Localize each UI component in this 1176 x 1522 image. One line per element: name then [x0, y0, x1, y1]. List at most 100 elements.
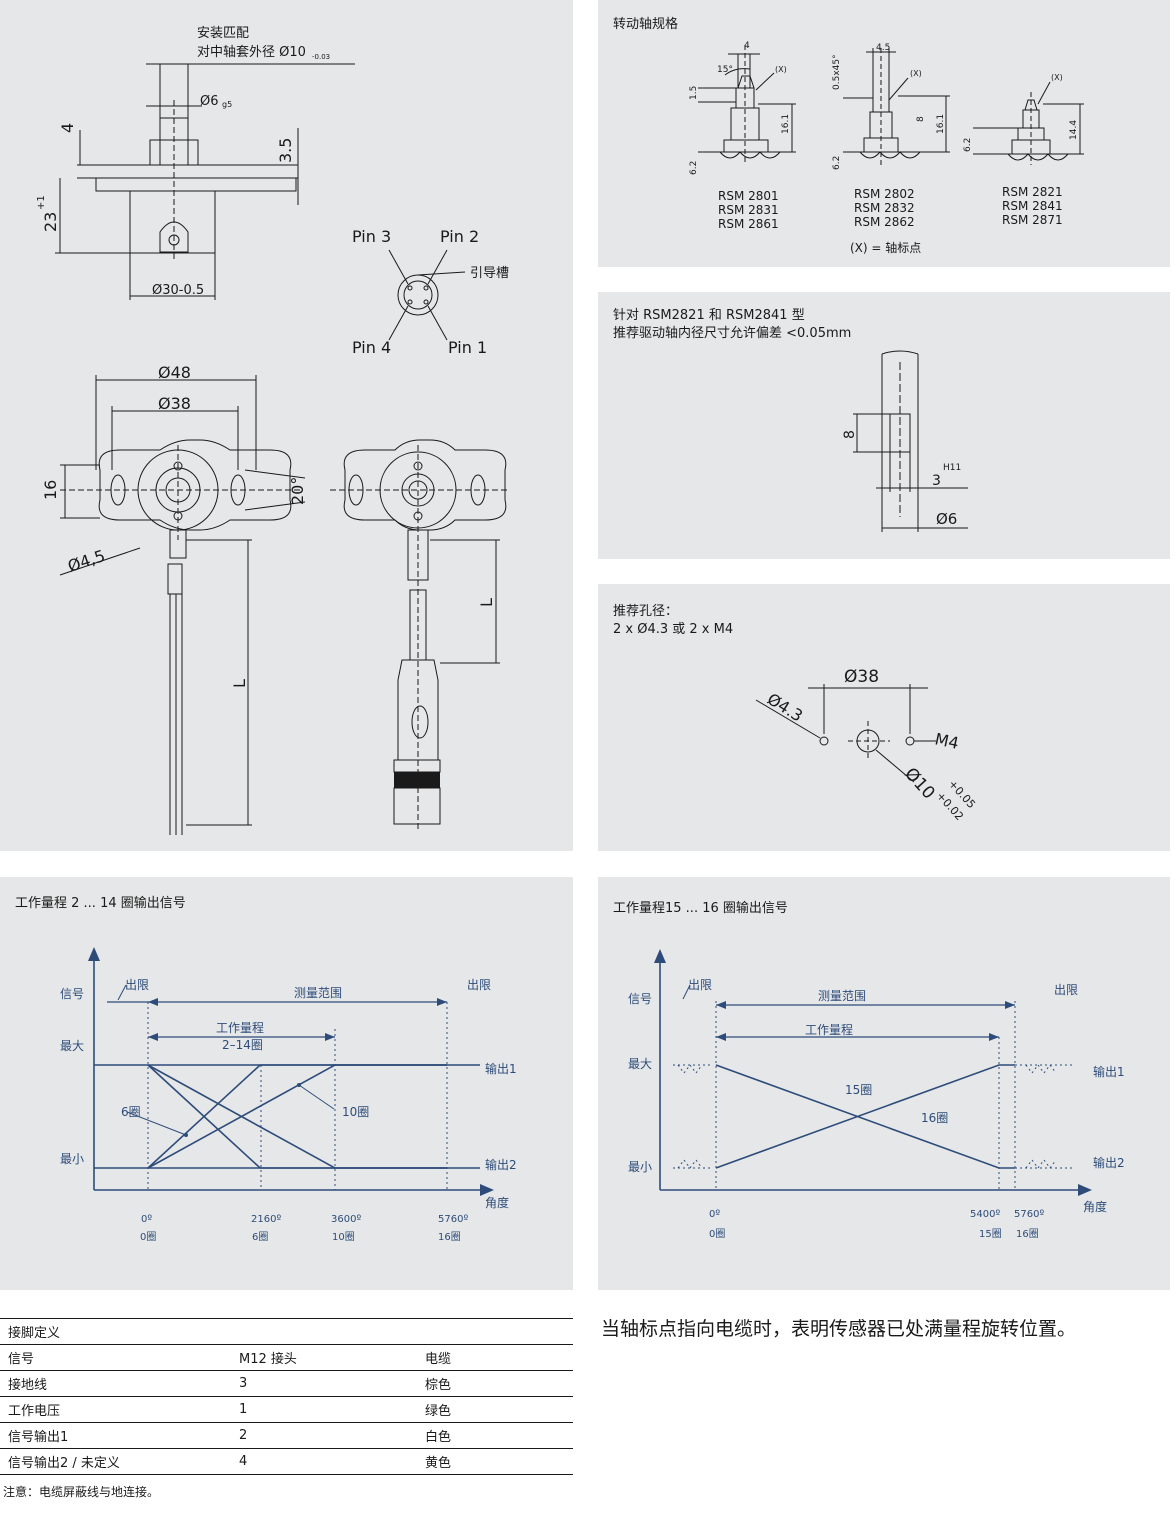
dim-38: Ø38: [158, 394, 191, 413]
drive-shaft-line1: 针对 RSM2821 和 RSM2841 型: [613, 308, 805, 323]
y-max-label: 最大: [60, 1039, 84, 1053]
statement: 当轴标点指向电缆时，表明传感器已处满量程旋转位置。: [601, 1318, 1077, 1340]
series-line-1: [147, 1064, 447, 1169]
tick-5400-turns: 15圈: [979, 1228, 1002, 1240]
measure-range-label: 测量范围: [818, 989, 866, 1003]
cell: 1: [239, 1402, 248, 1417]
table-row: 工作电压 1 绿色: [0, 1397, 573, 1423]
dim-20deg: 20°: [288, 477, 307, 505]
cell: 信号输出1: [8, 1430, 69, 1445]
dim-23-tol: +1: [36, 195, 47, 210]
model-1-1: RSM 2801: [718, 189, 779, 203]
out-of-range-right: 出限: [1054, 983, 1078, 997]
dim-38: Ø38: [844, 667, 879, 687]
dim-m4: M4: [933, 729, 960, 753]
pin2-label: Pin 2: [440, 227, 479, 246]
output2-label: 输出2: [485, 1157, 517, 1172]
dim-6-2-c: 6.2: [963, 138, 973, 152]
shaft-dia-tol: g5: [222, 100, 232, 109]
tick-5760: 5760º: [438, 1214, 468, 1225]
work-range-label: 工作量程: [216, 1020, 264, 1035]
tick-0: 0º: [709, 1209, 720, 1220]
cell: 接地线: [8, 1378, 48, 1393]
drive-shaft-drawing: 8 3 H11 Ø6: [842, 350, 968, 532]
mark-x-1: (X): [775, 65, 787, 74]
output1-label: 输出1: [485, 1061, 517, 1076]
dim-10: Ø10: [900, 764, 938, 803]
dim-3-5: 3.5: [276, 138, 295, 163]
holes-line1: 推荐孔径：: [613, 604, 679, 619]
sensor-body: [129, 190, 216, 254]
pin-table: 接脚定义 信号 M12 接头 电缆 接地线 3 棕色 工作电压 1 绿色 信号输…: [0, 1318, 573, 1475]
shaft-spec-title: 转动轴规格: [613, 17, 679, 32]
chart-right: 信号 最大 最小 出限 出限 测量范围 工作量程 15圈 16圈 输出1 输出2…: [628, 949, 1125, 1240]
header-m12: M12 接头: [239, 1352, 297, 1367]
series-line-2: [715, 1064, 1015, 1169]
y-label: 信号: [628, 992, 652, 1006]
out-of-range-right: 出限: [467, 978, 491, 992]
x-axis-arrow: [1078, 1184, 1092, 1196]
label-15-turns: 15圈: [845, 1083, 872, 1097]
dim-16: 16: [41, 480, 60, 500]
y-max-label: 最大: [628, 1057, 652, 1071]
drive-shaft-line2: 推荐驱动轴内径尺寸允许偏差 <0.05mm: [613, 326, 852, 341]
dim-l-left: L: [230, 679, 249, 688]
model-2-1: RSM 2802: [854, 187, 915, 201]
table-header-row: 信号 M12 接头 电缆: [0, 1345, 573, 1371]
chart-left: 信号 最大 最小 出限 出限 测量范围 工作量程 2–14圈 6圈 10圈 输出…: [60, 947, 517, 1243]
tick-5760-turns: 16圈: [438, 1231, 461, 1243]
mount-note-2: 对中轴套外径 Ø10: [197, 44, 306, 60]
holes-panel: 推荐孔径： 2 x Ø4.3 或 2 x M4 Ø38 Ø4.3 M4 Ø10 …: [598, 584, 1170, 851]
mount-note-1: 安装匹配: [197, 26, 249, 41]
x-label: 角度: [485, 1195, 509, 1210]
cell: 4: [239, 1454, 248, 1469]
y-axis-arrow: [88, 947, 100, 961]
mark-legend: (X) = 轴标点: [850, 240, 921, 255]
dim-3: 3: [932, 473, 941, 489]
sensor-drawing-panel: 安装匹配 对中轴套外径 Ø10 -0.03 Ø6 g5 4 3.5 23 +1 …: [0, 0, 573, 851]
pin3-label: Pin 3: [352, 227, 391, 246]
chart-right-panel: 工作量程15 ... 16 圈输出信号 信号 最大 最: [598, 877, 1170, 1290]
header-cable: 电缆: [425, 1352, 452, 1367]
model-1-2: RSM 2831: [718, 203, 779, 217]
dim-body-dia: Ø30-0.5: [152, 283, 204, 298]
dim-16-1-b: 16.1: [936, 114, 946, 134]
label-10-turns: 10圈: [342, 1105, 369, 1119]
work-range-sub: 2–14圈: [222, 1038, 263, 1052]
pin1-label: Pin 1: [448, 338, 487, 357]
series-line-1: [715, 1064, 1015, 1169]
tick-3600: 3600º: [331, 1214, 361, 1225]
series-line-3: [147, 1064, 447, 1169]
sensor-drawing: 安装匹配 对中轴套外径 Ø10 -0.03 Ø6 g5 4 3.5 23 +1 …: [36, 26, 510, 835]
table-row: 信号输出1 2 白色: [0, 1423, 573, 1449]
tick-3600-turns: 10圈: [332, 1231, 355, 1243]
dim-16-1-a: 16.1: [781, 114, 791, 134]
pin-table-title: 接脚定义: [8, 1326, 61, 1341]
tick-0-turns: 0圈: [709, 1228, 725, 1240]
label-6-turns: 6圈: [121, 1105, 141, 1119]
cell: 工作电压: [8, 1404, 61, 1419]
model-3-1: RSM 2821: [1002, 185, 1063, 199]
dim-l-right: L: [477, 598, 496, 607]
out-of-range-left: 出限: [688, 978, 712, 992]
dim-4-3: Ø4.3: [764, 689, 806, 725]
header-signal: 信号: [8, 1352, 35, 1367]
dim-6-2-b: 6.2: [832, 156, 842, 170]
work-range-label: 工作量程: [805, 1022, 853, 1037]
x-axis-arrow: [480, 1184, 494, 1196]
chart-left-title: 工作量程 2 ... 14 圈输出信号: [15, 896, 186, 911]
cell: 3: [239, 1376, 248, 1391]
tick-0: 0º: [141, 1214, 152, 1225]
y-min-label: 最小: [60, 1152, 84, 1166]
dim-48: Ø48: [158, 363, 191, 382]
series-line-2: [147, 1064, 447, 1169]
series-line-4: [147, 1064, 447, 1169]
table-row: 信号输出2 / 未定义 4 黄色: [0, 1449, 573, 1475]
tick-2160: 2160º: [251, 1214, 281, 1225]
tick-5400: 5400º: [970, 1209, 1000, 1220]
flange: [95, 177, 297, 192]
chart-left-panel: 工作量程 2 ... 14 圈输出信号: [0, 877, 573, 1290]
output1-label: 输出1: [1093, 1064, 1125, 1079]
pin4-label: Pin 4: [352, 338, 391, 357]
chart-left-series: [147, 1064, 447, 1169]
